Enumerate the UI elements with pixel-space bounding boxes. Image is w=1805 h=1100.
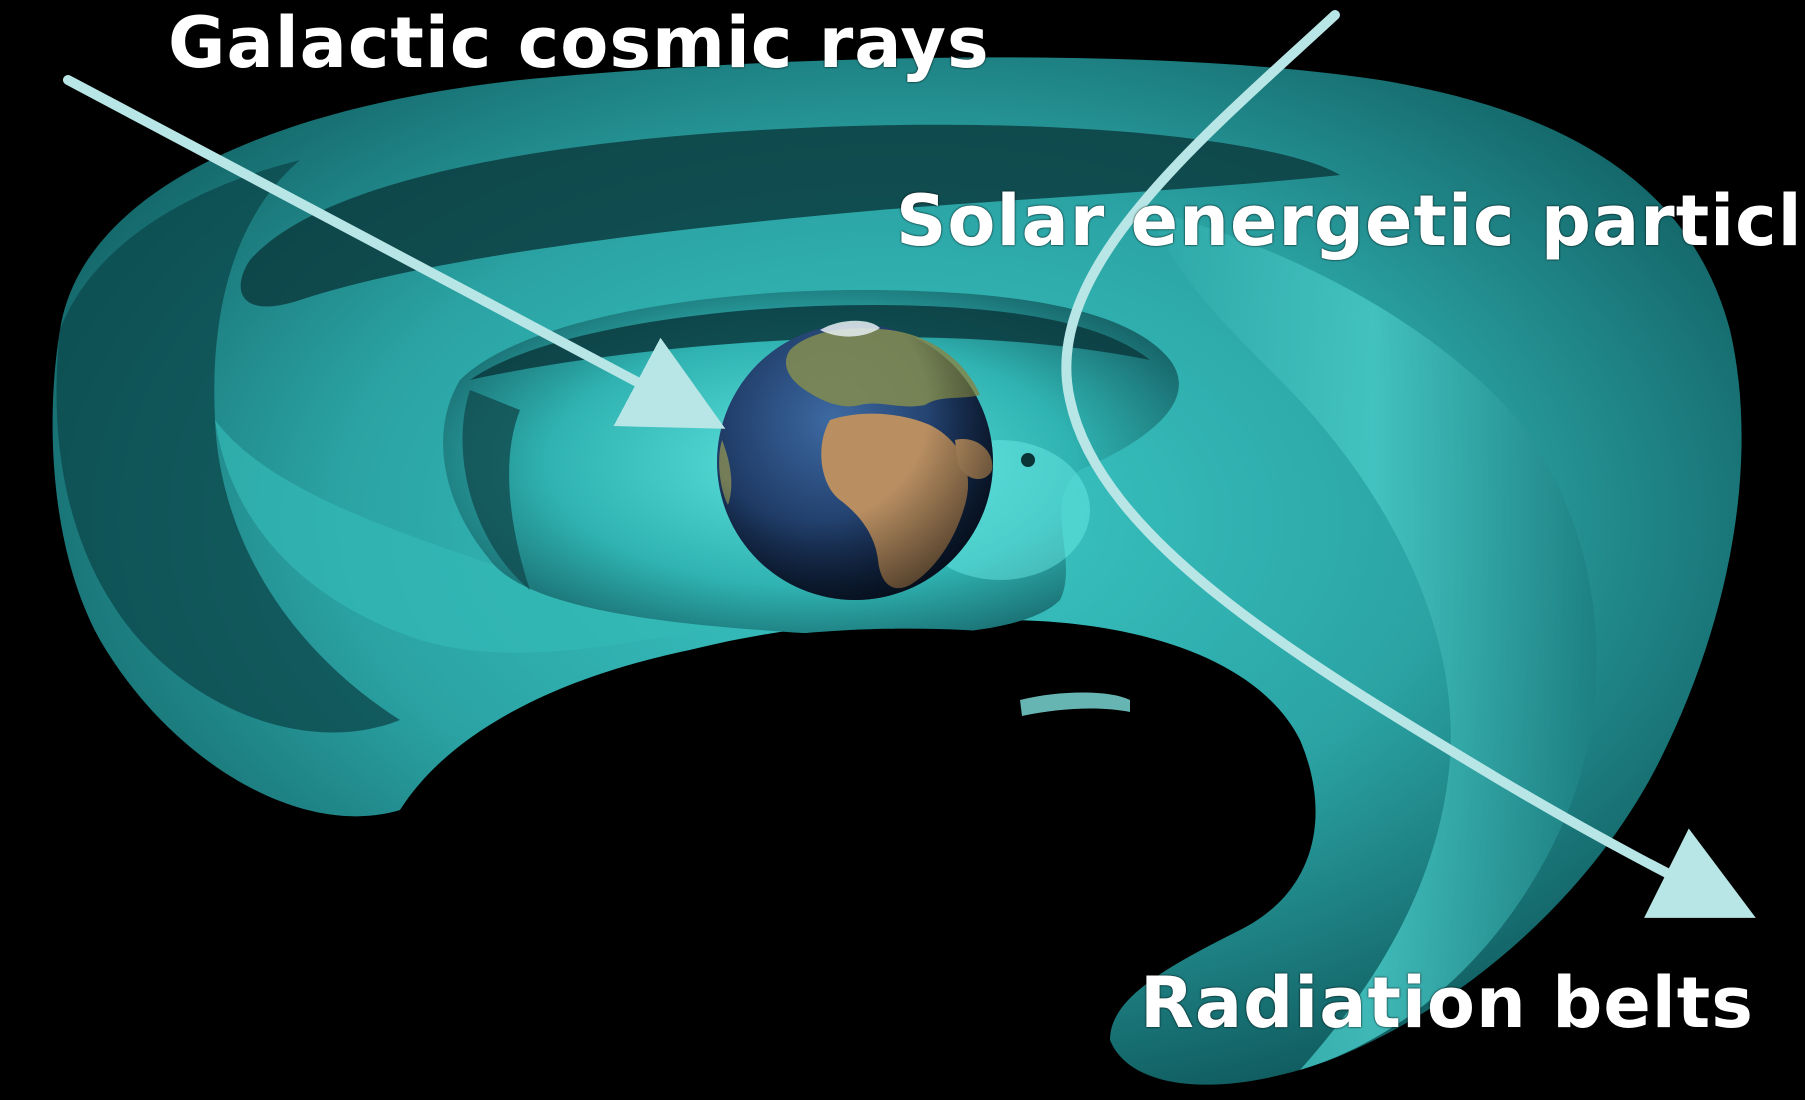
belt-speck	[1021, 453, 1035, 467]
label-radiation-belts: Radiation belts	[1140, 962, 1754, 1044]
torus-void	[375, 628, 1297, 1100]
belt-lip	[1020, 692, 1130, 716]
earth-icon	[717, 320, 993, 600]
label-solar-energetic-particles: Solar energetic particles	[896, 180, 1805, 262]
solar-energetic-particle-arrow	[1061, 10, 1756, 918]
label-galactic-cosmic-rays: Galactic cosmic rays	[168, 2, 990, 84]
galactic-cosmic-ray-arrow	[63, 75, 726, 429]
